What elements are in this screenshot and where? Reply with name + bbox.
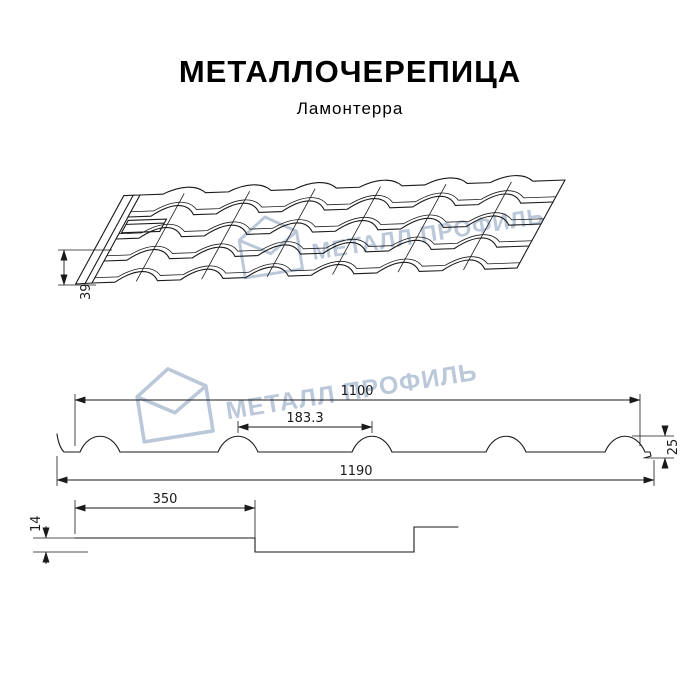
metall-profil-logo-icon: [135, 367, 215, 444]
roof-3d-view: [76, 174, 569, 284]
profile-cross-section: 1100 183.3 25 1190: [56, 384, 681, 486]
roof-eave-wave: [92, 258, 522, 283]
roof-step-echo: [95, 255, 524, 278]
profile-wave-outline: [56, 433, 652, 459]
roof-wave-columns: [136, 182, 511, 282]
roof-row-wave: [116, 214, 546, 239]
step-profile-outline: [74, 526, 459, 553]
roof-right-edge: [517, 180, 565, 268]
roof-left-edge: [76, 195, 140, 284]
dim-label-39: 39: [79, 283, 94, 300]
dimension-183-3: 183.3: [237, 411, 373, 433]
dim-label-350: 350: [153, 492, 178, 507]
roof-endcap-tab: [121, 219, 166, 233]
dim-label-25: 25: [666, 439, 681, 456]
step-reference-lines: [33, 537, 88, 553]
roof-step-echo: [107, 233, 536, 256]
dimension-1190: 1190: [56, 456, 655, 486]
watermark-text: МЕТАЛЛ ПРОФИЛЬ: [310, 203, 546, 265]
step-profile-view: 350 14: [29, 492, 459, 564]
dim-label-14: 14: [29, 515, 44, 532]
dimension-1100: 1100: [74, 384, 641, 446]
dimension-39: 39: [58, 249, 112, 300]
dim-label-1100: 1100: [340, 384, 373, 399]
dim-label-183-3: 183.3: [286, 411, 323, 426]
profile-name: Ламонтерра: [296, 99, 404, 118]
dimension-350: 350: [74, 492, 256, 548]
roof-row-wave: [128, 192, 558, 217]
metall-profil-logo-icon: [237, 215, 305, 280]
roof-ridge-line: [140, 174, 568, 195]
dimension-25: 25: [632, 425, 681, 469]
page-title: МЕТАЛЛОЧЕРЕПИЦА: [178, 54, 522, 89]
dim-label-1190: 1190: [339, 464, 372, 479]
roof-row-wave: [104, 236, 534, 261]
roof-step-echo: [131, 189, 560, 212]
roof-step-echo: [119, 211, 548, 234]
dimension-14: 14: [29, 515, 50, 564]
